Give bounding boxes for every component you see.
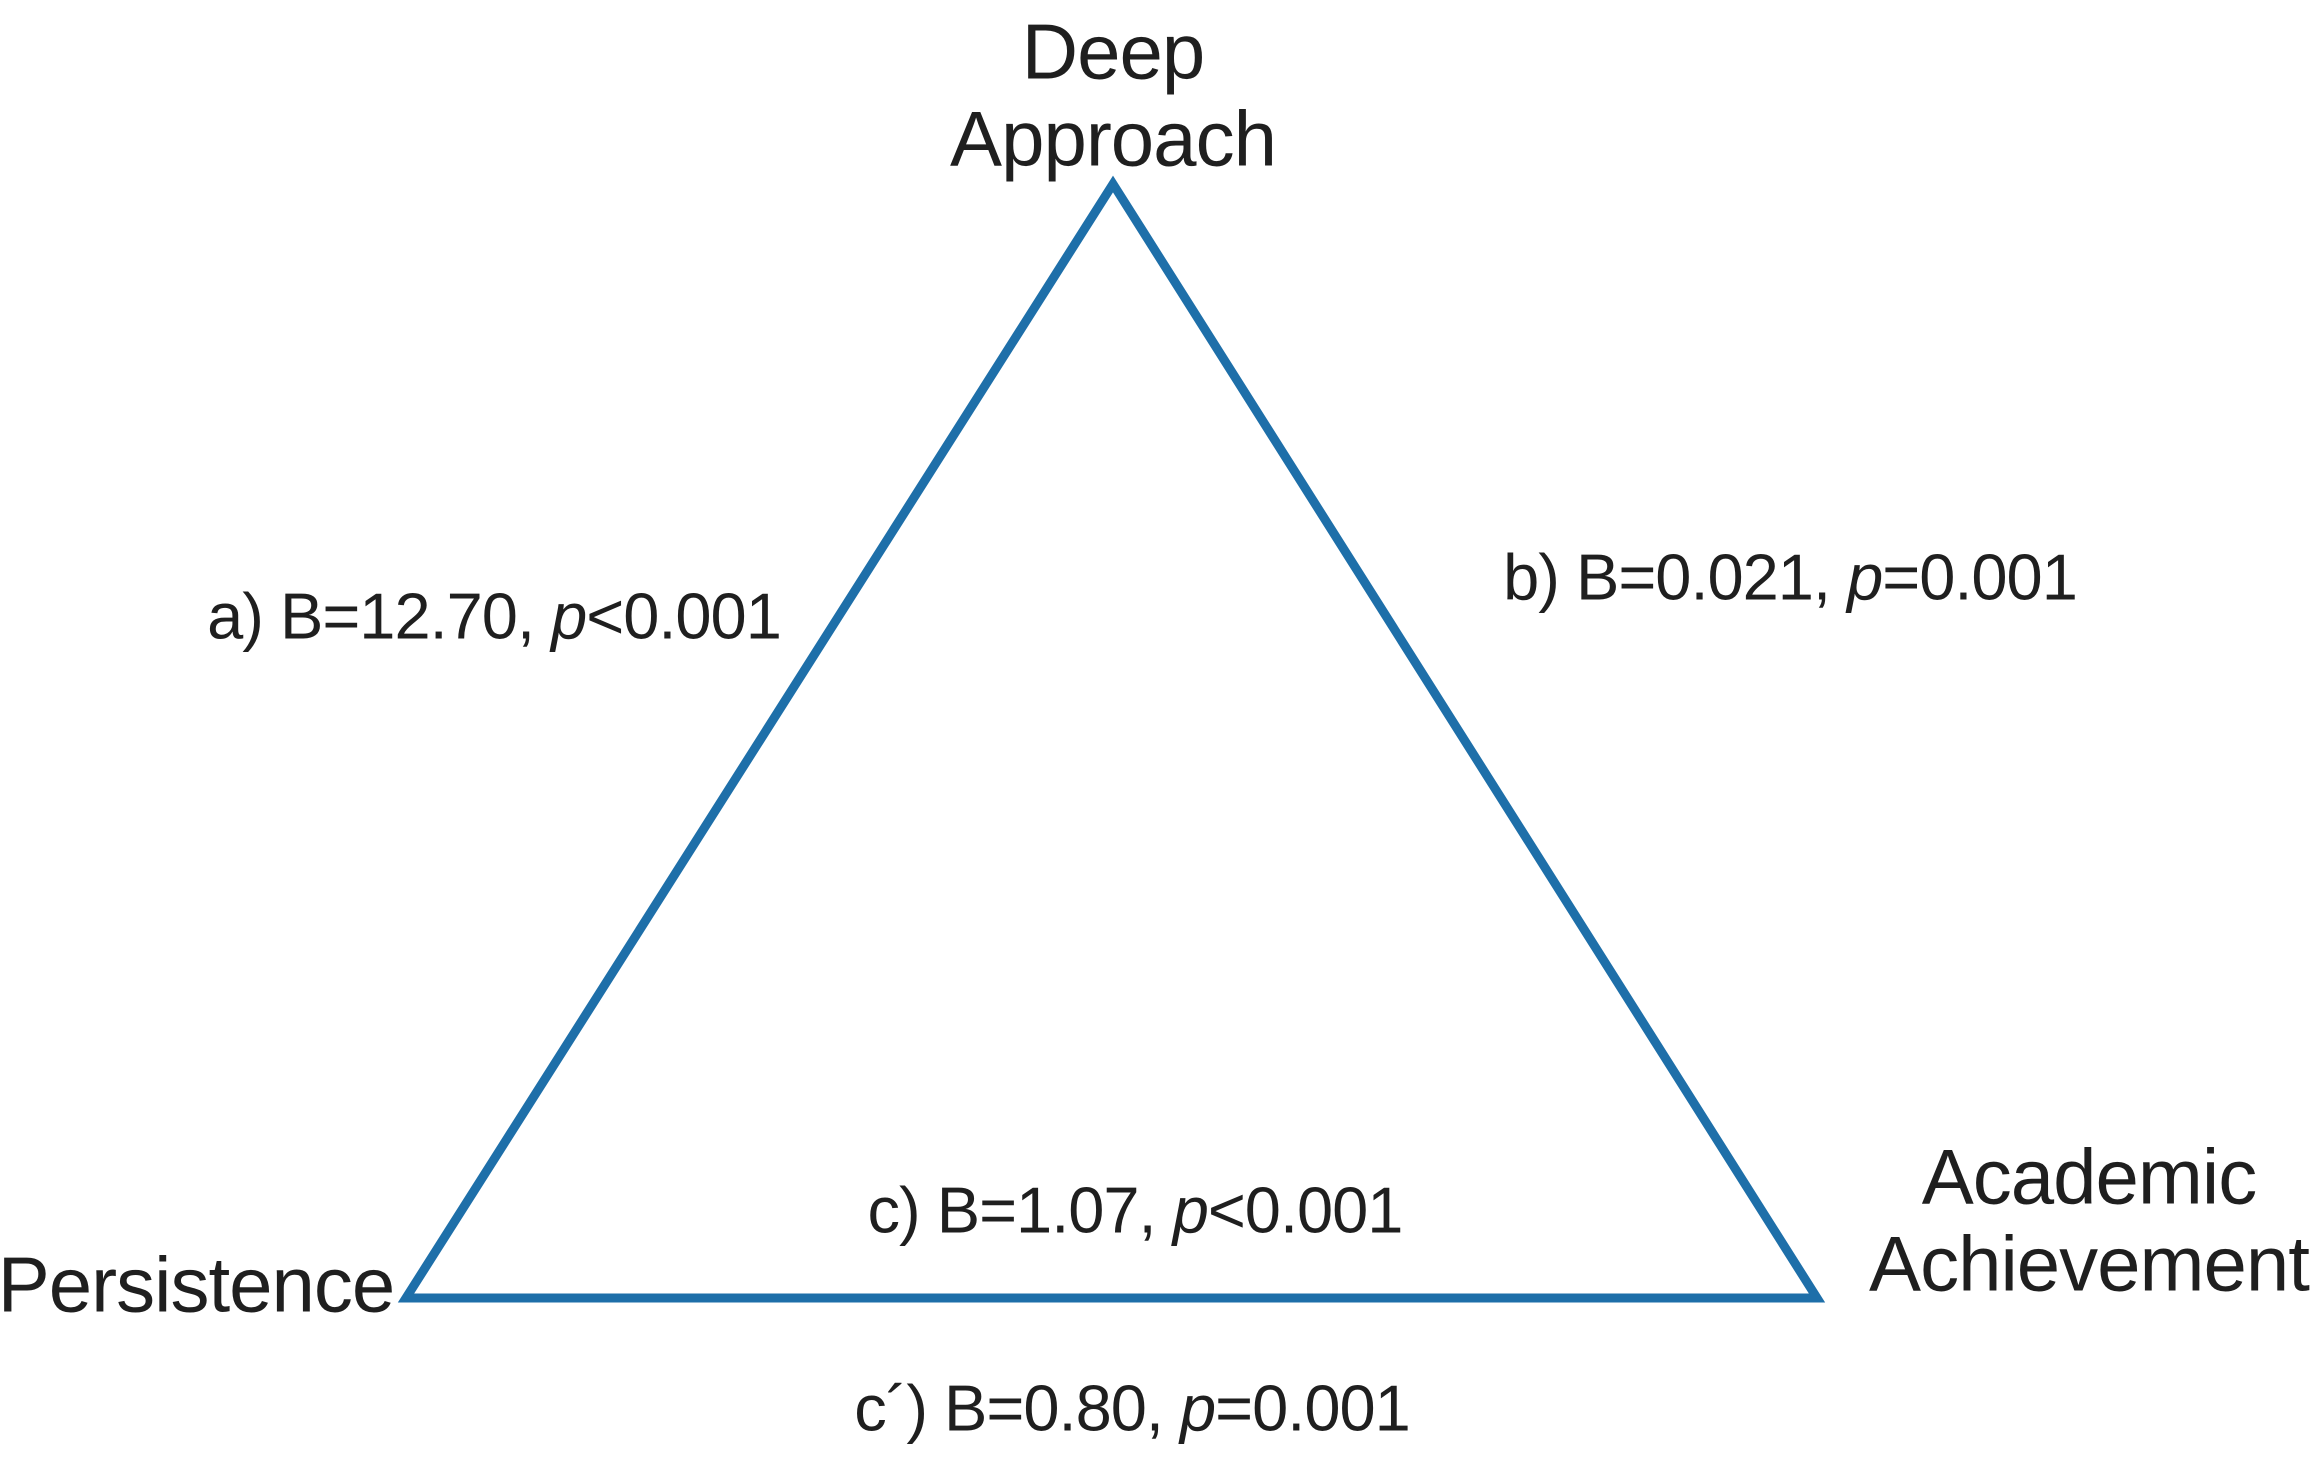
path-c-p-symbol: p bbox=[1172, 1173, 1209, 1247]
path-a-pvalue: <0.001 bbox=[586, 579, 782, 653]
node-academic-achievement-line1: Academic bbox=[1921, 1132, 2257, 1221]
node-academic-achievement: Academic Achievement bbox=[1869, 1132, 2310, 1309]
path-c-prime-label: c´) B=0.80, p=0.001 bbox=[854, 1371, 1411, 1445]
triangle-edges bbox=[397, 175, 1826, 1303]
path-b-label: b) B=0.021, p=0.001 bbox=[1503, 540, 2078, 614]
path-a-prefix: a) B=12.70, bbox=[207, 579, 552, 653]
path-b-prefix: b) B=0.021, bbox=[1503, 540, 1848, 614]
node-deep-approach: Deep Approach bbox=[950, 7, 1277, 184]
path-c-label: c) B=1.07, p<0.001 bbox=[867, 1173, 1404, 1247]
path-c-prefix: c) B=1.07, bbox=[867, 1173, 1173, 1247]
node-deep-approach-line2: Approach bbox=[950, 95, 1277, 183]
node-deep-approach-line1: Deep bbox=[1021, 7, 1205, 96]
node-persistence: Persistence bbox=[0, 1240, 395, 1329]
path-c-pvalue: <0.001 bbox=[1207, 1173, 1404, 1247]
node-persistence-label: Persistence bbox=[0, 1240, 395, 1329]
path-b-p-symbol: p bbox=[1847, 540, 1883, 614]
path-c-prime-pvalue: =0.001 bbox=[1215, 1371, 1411, 1445]
path-c-prime-prefix: c´) B=0.80, bbox=[854, 1371, 1181, 1445]
path-b-pvalue: =0.001 bbox=[1882, 540, 2078, 614]
node-academic-achievement-line2: Achievement bbox=[1869, 1220, 2310, 1308]
path-a-p-symbol: p bbox=[551, 579, 587, 653]
path-c-prime-p-symbol: p bbox=[1180, 1371, 1216, 1445]
path-a-label: a) B=12.70, p<0.001 bbox=[207, 579, 782, 653]
